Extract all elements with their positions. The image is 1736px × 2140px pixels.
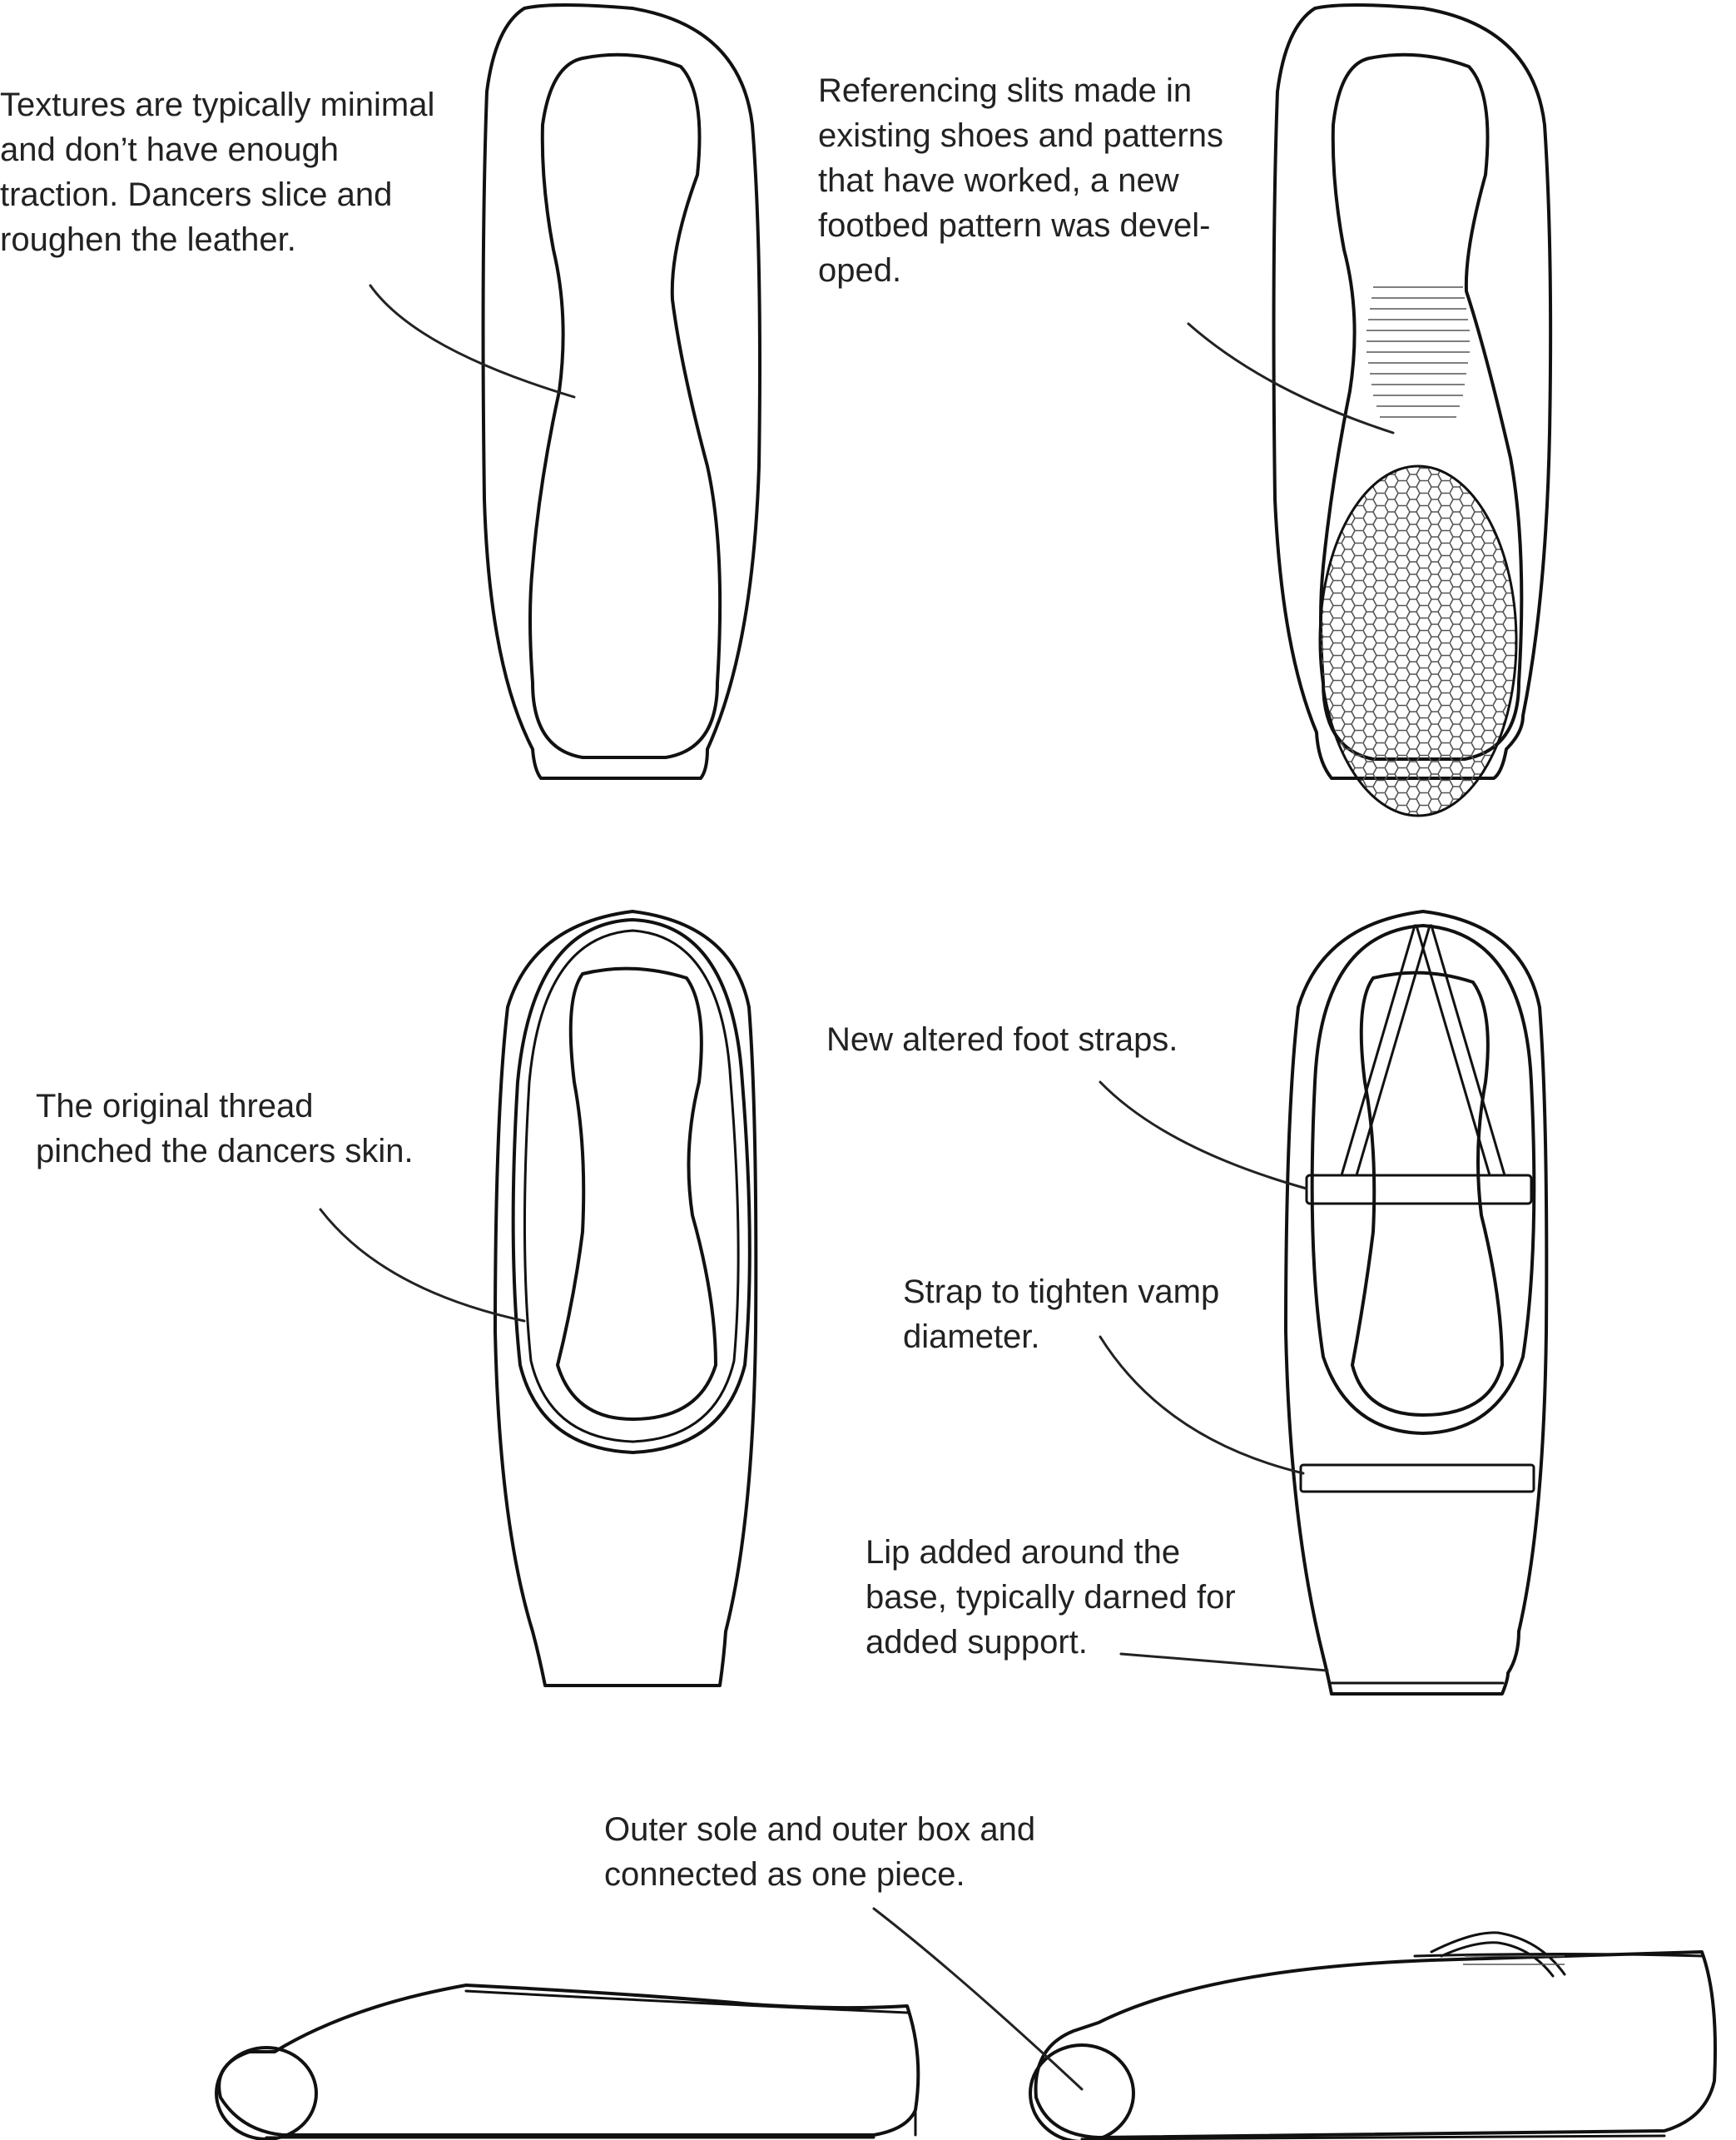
toe-box-platform <box>1029 2043 1135 2140</box>
top-line <box>464 1989 909 2014</box>
slit-pattern <box>1366 286 1470 418</box>
annotation-straps: New altered foot straps. <box>826 1021 1178 1058</box>
shoe-outline <box>1272 3 1553 780</box>
vamp-opening-outer <box>1310 924 1536 1435</box>
foot-straps <box>1305 924 1533 1205</box>
shoe-top-view-new <box>1284 910 1549 1696</box>
textured-footbed-oval <box>1318 464 1518 817</box>
annotation-thread: The original thread pinched the dancers … <box>36 1088 414 1169</box>
leader-straps <box>1099 1080 1308 1190</box>
insole-outline <box>528 52 722 759</box>
leader-lip <box>1119 1652 1329 1672</box>
leader-vamp <box>1099 1335 1305 1475</box>
shoe-sole-view-new <box>1272 3 1553 817</box>
shoe-outline <box>494 910 758 1687</box>
shoe-outline <box>1034 1950 1717 2139</box>
strap-shadow <box>1463 1955 1565 1965</box>
shoe-outline <box>217 1984 920 2137</box>
annotation-textures: Textures are typically minimal and don’t… <box>0 87 435 258</box>
leader-slits <box>1187 322 1395 434</box>
toe-box-platform <box>215 2046 318 2140</box>
vamp-tightening-strap <box>1299 1463 1535 1493</box>
vamp-binding-inner <box>523 929 740 1443</box>
annotation-lip: Lip added around the base, typically dar… <box>866 1534 1236 1661</box>
vamp-binding-outer <box>511 918 751 1454</box>
shoe-top-view-original <box>494 910 758 1687</box>
annotation-sole: Outer sole and outer box and connected a… <box>604 1811 1036 1893</box>
leader-textures <box>369 284 576 399</box>
top-line <box>1413 1953 1704 1958</box>
shoe-side-view-original <box>215 1984 920 2140</box>
leader-lines <box>319 284 1395 2091</box>
shoe-outline <box>1284 910 1549 1696</box>
leader-thread <box>319 1208 526 1323</box>
foot-opening <box>1351 971 1504 1417</box>
shoe-sole-view-original <box>481 3 761 780</box>
annotation-slits: Referencing slits made in existing shoes… <box>818 72 1223 289</box>
outer-sole-connected <box>1080 2134 1666 2140</box>
shoe-side-view-new <box>1029 1931 1717 2140</box>
foot-opening <box>556 966 717 1421</box>
annotation-vamp: Strap to tighten vamp diameter. <box>903 1274 1220 1355</box>
shoe-outline <box>481 3 761 780</box>
leader-sole <box>872 1907 1084 2091</box>
